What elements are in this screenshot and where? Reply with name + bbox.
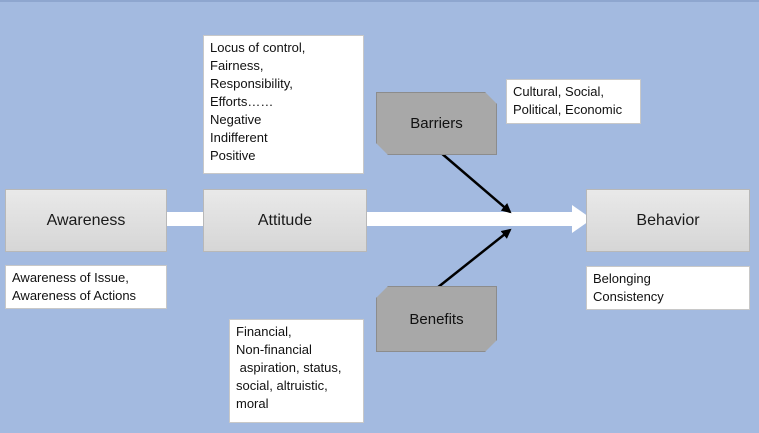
note-line: Consistency	[593, 289, 664, 304]
attitude-stage: Attitude	[203, 189, 367, 252]
benefits-arrow	[436, 228, 512, 289]
note-line: social, altruistic,	[236, 378, 328, 393]
note-line: Financial,	[236, 324, 292, 339]
benefits-factor-label: Benefits	[409, 310, 464, 328]
note-line: Belonging	[593, 271, 651, 286]
barriers-arrow	[439, 151, 512, 214]
note-line: Non-financial	[236, 342, 312, 357]
behavior-stage: Behavior	[586, 189, 750, 252]
behavior-stage-label: Behavior	[636, 211, 700, 229]
note-line: Positive	[210, 148, 256, 163]
barriers-factors-note: Cultural, Social, Political, Economic	[506, 79, 641, 124]
note-line: aspiration, status,	[236, 360, 342, 375]
note-line: Responsibility,	[210, 76, 293, 91]
attitude-factors-note: Locus of control, Fairness, Responsibili…	[203, 35, 364, 174]
note-line: Cultural, Social,	[513, 84, 605, 99]
behavior-factors-note: Belonging Consistency	[586, 266, 750, 310]
note-line: Awareness of Issue,	[12, 270, 129, 285]
note-line: Fairness,	[210, 58, 264, 73]
awareness-factors-note: Awareness of Issue, Awareness of Actions	[5, 265, 167, 309]
note-line: Awareness of Actions	[12, 288, 137, 303]
barriers-factor-label: Barriers	[410, 115, 463, 132]
barriers-factor: Barriers	[376, 92, 497, 155]
awareness-stage: Awareness	[5, 189, 167, 252]
attitude-stage-label: Attitude	[257, 211, 313, 229]
note-line: Efforts……	[210, 94, 274, 109]
benefits-factor: Benefits	[376, 286, 497, 352]
benefits-factors-note: Financial, Non-financial aspiration, sta…	[229, 319, 364, 423]
note-line: Locus of control,	[210, 40, 306, 55]
awareness-stage-label: Awareness	[46, 211, 126, 229]
note-line: Negative	[210, 112, 262, 127]
note-line: Political, Economic	[513, 102, 623, 117]
note-line: Indifferent	[210, 130, 268, 145]
note-line: moral	[236, 396, 269, 411]
main-flow-arrow-head	[572, 205, 592, 233]
